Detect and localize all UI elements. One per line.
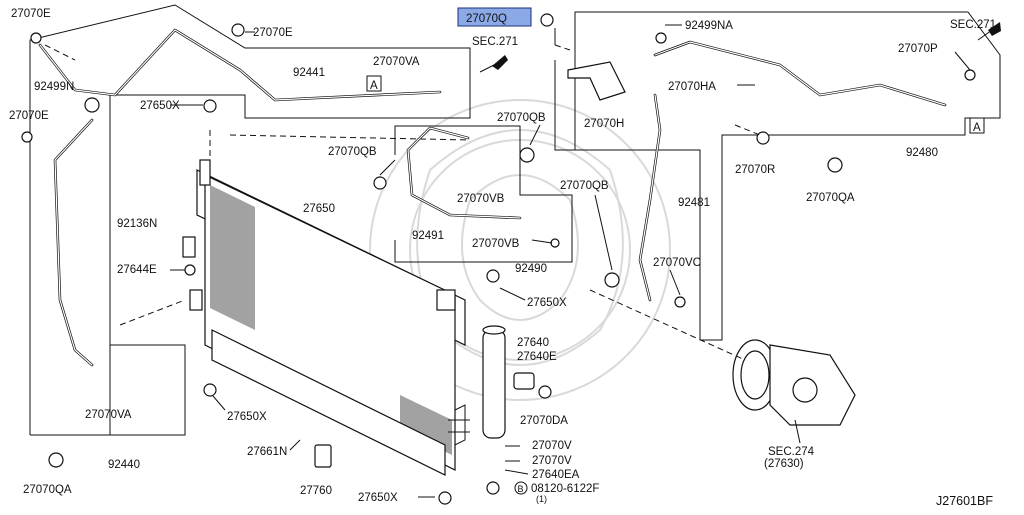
receiver-drier-27640 xyxy=(448,325,535,446)
label-27640EA[interactable]: 27640EA xyxy=(532,469,580,481)
hose-92481 xyxy=(638,93,662,302)
label-bolt-qty: (1) xyxy=(536,494,547,504)
label-27070H[interactable]: 27070H xyxy=(584,118,624,130)
ref-circle-B xyxy=(514,481,528,495)
bracket-27070H xyxy=(567,61,626,101)
label-27070QB-right[interactable]: 27070QB xyxy=(560,180,609,192)
ref-box-A-right xyxy=(969,117,985,134)
compressor xyxy=(732,339,856,426)
label-27070E-top[interactable]: 27070E xyxy=(11,8,51,20)
label-92481[interactable]: 92481 xyxy=(678,197,710,209)
label-27070Q[interactable]: 27070Q xyxy=(466,13,507,25)
leader-lines xyxy=(44,24,971,498)
group-boxes xyxy=(29,4,1001,436)
label-sec271-right[interactable]: SEC.271 xyxy=(950,19,996,31)
label-92490[interactable]: 92490 xyxy=(515,263,547,275)
condenser-27650 xyxy=(189,159,466,476)
label-27070P[interactable]: 27070P xyxy=(898,43,938,55)
label-27070VA-top[interactable]: 27070VA xyxy=(373,56,420,68)
label-27630[interactable]: (27630) xyxy=(764,458,804,470)
label-92491[interactable]: 92491 xyxy=(412,230,444,242)
label-27070V-a[interactable]: 27070V xyxy=(532,440,572,452)
label-92499NA[interactable]: 92499NA xyxy=(685,20,733,32)
box-92440 xyxy=(29,4,471,436)
diagram-id: J27601BF xyxy=(936,494,993,508)
label-27070E-left[interactable]: 27070E xyxy=(9,110,49,122)
label-27070QA-bottom[interactable]: 27070QA xyxy=(23,484,72,496)
label-sec274[interactable]: SEC.274 xyxy=(768,446,815,458)
label-27070DA[interactable]: 27070DA xyxy=(520,415,568,427)
label-27650[interactable]: 27650 xyxy=(303,203,335,215)
ref-box-A-left xyxy=(366,75,382,92)
label-27650X-lowest[interactable]: 27650X xyxy=(358,492,398,504)
callout-labels: 27070E 27070E 27070E 92499N 27650X 92441… xyxy=(9,8,996,508)
pipe-92441 xyxy=(38,28,442,102)
label-27640E[interactable]: 27640E xyxy=(517,351,557,363)
hose-92491 xyxy=(406,126,522,220)
label-27070QB-mid[interactable]: 27070QB xyxy=(497,112,546,124)
pipe-92480 xyxy=(653,40,947,107)
label-27070HA[interactable]: 27070HA xyxy=(668,81,716,93)
label-bolt-08120-6122F[interactable]: 08120-6122F xyxy=(531,483,599,495)
label-27070VC[interactable]: 27070VC xyxy=(653,257,701,269)
label-ref-B: B xyxy=(518,484,524,494)
box-92440-inner xyxy=(110,344,186,436)
label-sec271-left[interactable]: SEC.271 xyxy=(472,36,518,48)
label-27070VB-top[interactable]: 27070VB xyxy=(457,193,505,205)
label-27661N[interactable]: 27661N xyxy=(247,446,287,458)
label-27644E[interactable]: 27644E xyxy=(117,264,157,276)
label-27070V-b[interactable]: 27070V xyxy=(532,455,572,467)
label-27070E-mid[interactable]: 27070E xyxy=(253,27,293,39)
fasteners xyxy=(21,13,976,505)
label-92136N[interactable]: 92136N xyxy=(117,218,157,230)
label-A-right[interactable]: A xyxy=(973,122,981,134)
label-27070QA-right[interactable]: 27070QA xyxy=(806,192,855,204)
label-92440[interactable]: 92440 xyxy=(108,459,140,471)
label-27760[interactable]: 27760 xyxy=(300,485,332,497)
box-92490 xyxy=(394,125,573,263)
sec271-arrow-right xyxy=(977,22,1001,41)
label-92499N[interactable]: 92499N xyxy=(34,81,74,93)
label-A-left[interactable]: A xyxy=(370,80,378,92)
label-27070QB-left[interactable]: 27070QB xyxy=(328,146,377,158)
label-92441[interactable]: 92441 xyxy=(293,67,325,79)
label-27650X-top[interactable]: 27650X xyxy=(140,100,180,112)
pipe-92440 xyxy=(53,118,94,367)
label-27650X-bottom[interactable]: 27650X xyxy=(227,411,267,423)
label-27650X-right[interactable]: 27650X xyxy=(527,297,567,309)
part-highlight-27070Q[interactable] xyxy=(457,7,532,27)
label-27640[interactable]: 27640 xyxy=(517,337,549,349)
label-27070VB-bottom[interactable]: 27070VB xyxy=(472,238,520,250)
label-92480[interactable]: 92480 xyxy=(906,147,938,159)
label-27070R[interactable]: 27070R xyxy=(735,164,775,176)
label-27070VA-bottom[interactable]: 27070VA xyxy=(85,409,132,421)
sec271-arrow-left xyxy=(479,55,508,73)
